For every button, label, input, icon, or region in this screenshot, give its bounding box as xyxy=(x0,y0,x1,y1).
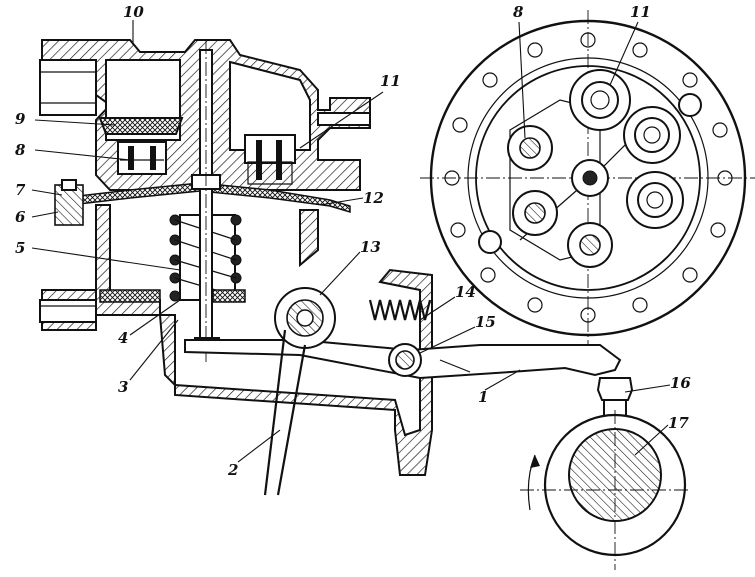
label-17: 17 xyxy=(668,414,689,432)
lower-housing xyxy=(39,204,433,476)
outlet-valve xyxy=(244,134,296,185)
leader-lines xyxy=(31,20,671,463)
label-5: 5 xyxy=(15,239,25,257)
pull-rod xyxy=(191,40,221,365)
label-12: 12 xyxy=(363,189,384,207)
pump-top-view xyxy=(420,10,755,345)
rod-seal xyxy=(99,289,161,303)
rod-seal-right xyxy=(212,289,246,303)
outlet-valves-top xyxy=(569,69,684,229)
label-3: 3 xyxy=(118,378,128,396)
priming-lever xyxy=(263,329,307,496)
label-9: 9 xyxy=(15,110,26,128)
label-6: 6 xyxy=(15,208,26,226)
center-bolt xyxy=(571,159,609,197)
label-7: 7 xyxy=(15,181,26,199)
label-8: 8 xyxy=(15,141,26,159)
label-11: 11 xyxy=(380,72,401,90)
inlet-valves-top xyxy=(507,125,613,268)
label-11-top: 11 xyxy=(630,3,651,21)
label-15: 15 xyxy=(475,313,496,331)
filter-element xyxy=(98,117,184,135)
cover-screw xyxy=(54,179,84,226)
return-spring xyxy=(368,299,432,321)
corner-screw xyxy=(478,230,502,254)
label-2: 2 xyxy=(227,461,238,479)
corner-screw-2 xyxy=(678,93,702,117)
roller xyxy=(388,343,422,377)
label-1: 1 xyxy=(478,388,488,406)
label-4: 4 xyxy=(118,329,128,347)
eccentric-cam xyxy=(520,410,690,570)
lever-axle xyxy=(274,287,336,349)
label-14: 14 xyxy=(455,283,476,301)
pump-sectional-view xyxy=(39,39,690,570)
label-13: 13 xyxy=(360,238,381,256)
inlet-valve xyxy=(117,141,167,175)
label-8-top: 8 xyxy=(513,3,524,21)
part-labels: 10 9 8 7 6 5 4 3 2 1 11 12 13 14 15 16 1… xyxy=(15,3,691,479)
label-16: 16 xyxy=(670,374,691,392)
flange-bolt-holes xyxy=(444,32,733,323)
label-10: 10 xyxy=(123,3,144,21)
